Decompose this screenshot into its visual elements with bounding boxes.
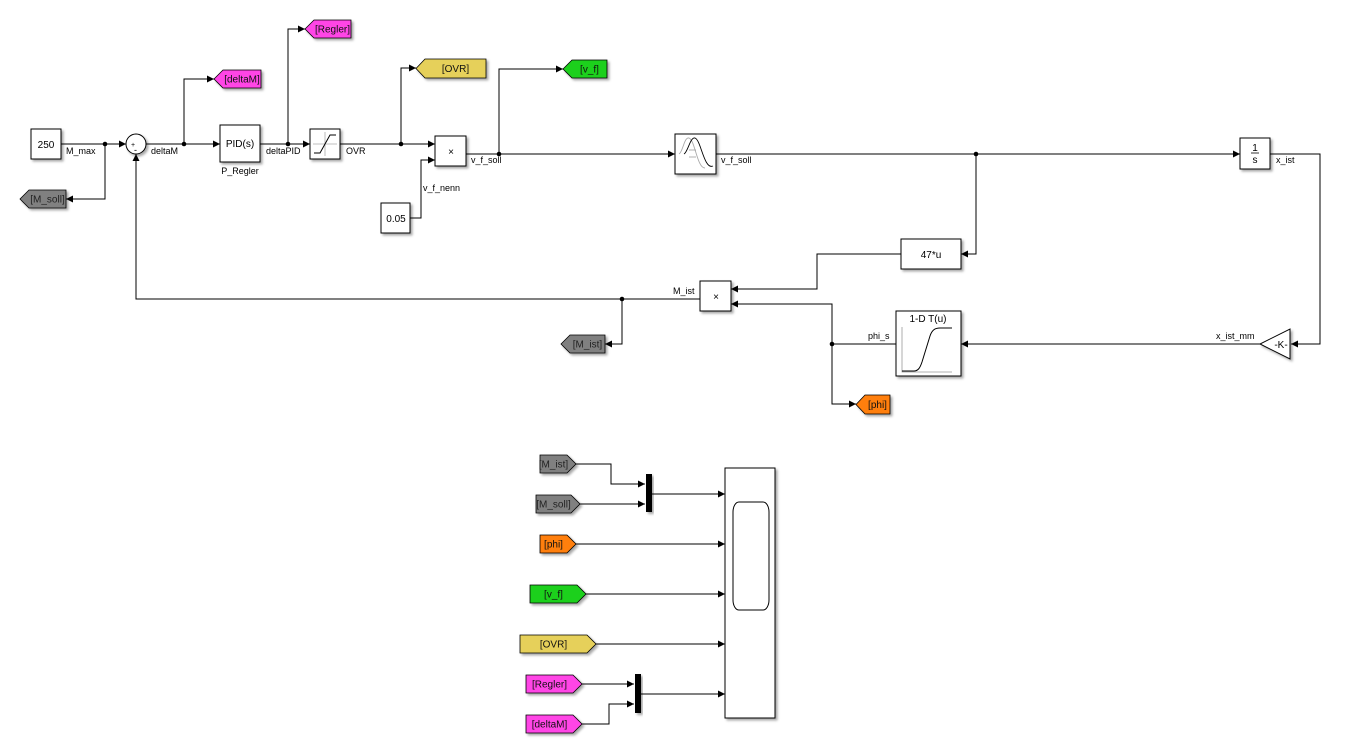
integrator-numerator: 1 xyxy=(1252,143,1258,154)
from-tag-phi[interactable]: [phi] xyxy=(539,534,577,554)
wire-v-f-nenn[interactable] xyxy=(410,156,435,219)
scope-icon xyxy=(732,501,770,611)
from-tag-m-soll[interactable]: [M_soll] xyxy=(535,494,581,514)
goto-tag-label: [OVR] xyxy=(442,64,469,75)
from-tag-label: [deltaM] xyxy=(532,720,568,731)
goto-tag-deltam[interactable]: [deltaM] xyxy=(213,69,262,89)
integrator-block[interactable]: 1 s xyxy=(1239,137,1271,170)
signal-label-x-ist: x_ist xyxy=(1276,155,1295,165)
goto-tag-label: [M_soll] xyxy=(30,195,65,206)
lookup-curve-icon xyxy=(901,327,952,373)
junction-dot xyxy=(829,341,835,347)
from-tag-deltam[interactable]: [deltaM] xyxy=(525,714,583,734)
from-tag-m-ist[interactable]: [M_ist] xyxy=(539,454,577,474)
wire-m-ist[interactable] xyxy=(132,154,700,300)
wire-fcn-out[interactable] xyxy=(731,253,901,293)
constant-005-block[interactable]: 0.05 xyxy=(380,202,411,234)
signal-label-v-f-soll: v_f_soll xyxy=(471,155,502,165)
gain-label: -K- xyxy=(1274,340,1287,351)
wire-v-f-goto[interactable] xyxy=(498,65,563,154)
from-tag-label: [v_f] xyxy=(544,590,563,601)
junction-dot xyxy=(496,151,502,157)
mux-block-2[interactable] xyxy=(635,674,641,713)
wire-phi-s[interactable] xyxy=(731,300,896,345)
gain-block[interactable]: -K- xyxy=(1258,328,1291,360)
sum-plus-sign: + xyxy=(131,142,135,149)
from-tag-label: [M_ist] xyxy=(539,460,569,471)
rate-limiter-block[interactable] xyxy=(674,133,717,175)
integrator-denominator: s xyxy=(1253,155,1258,166)
from-tag-label: [phi] xyxy=(544,540,563,551)
from-tag-regler[interactable]: [Regler] xyxy=(525,674,583,694)
fcn-47u-block[interactable]: 47*u xyxy=(900,238,962,270)
sum-block[interactable]: + - xyxy=(125,133,147,155)
signal-label-v-f-nenn: v_f_nenn xyxy=(423,183,460,193)
goto-tag-label: [M_ist] xyxy=(573,340,603,351)
signal-label-m-max: M_max xyxy=(66,146,96,156)
wire-m-ist-goto[interactable] xyxy=(605,299,623,348)
pid-block-name: P_Regler xyxy=(221,166,259,176)
wire-from-m-ist[interactable] xyxy=(576,463,645,488)
product-block-1[interactable]: × xyxy=(434,135,467,167)
wire-ovr-goto[interactable] xyxy=(400,64,416,144)
goto-tag-m-ist[interactable]: [M_ist] xyxy=(560,334,606,354)
lookup-table-block[interactable]: 1-D T(u) xyxy=(895,310,962,377)
goto-tag-label: [v_f] xyxy=(580,65,599,76)
wire-from-delta-m[interactable] xyxy=(582,700,634,725)
signal-label-m-ist: M_ist xyxy=(673,286,695,296)
saturation-block[interactable] xyxy=(309,128,341,160)
signal-label-v-f-soll-2: v_f_soll xyxy=(721,155,752,165)
junction-dot xyxy=(102,141,108,147)
wire-delta-m-goto[interactable] xyxy=(183,75,214,144)
wire-phi-goto[interactable] xyxy=(831,344,856,408)
wire-x-ist[interactable] xyxy=(1270,153,1321,348)
wire-regler-goto[interactable] xyxy=(287,25,305,144)
junction-dot xyxy=(973,151,979,157)
signal-label-delta-pid: deltaPID xyxy=(266,146,301,156)
constant-005-value: 0.05 xyxy=(386,214,406,225)
goto-tag-ovr[interactable]: [OVR] xyxy=(415,58,487,79)
fcn-label: 47*u xyxy=(921,250,942,261)
signal-label-phi-s: phi_s xyxy=(868,331,890,341)
goto-tag-v-f[interactable]: [v_f] xyxy=(562,59,608,79)
constant-250-block[interactable]: 250 xyxy=(30,128,62,160)
junction-dot xyxy=(181,141,187,147)
junction-dot xyxy=(285,141,291,147)
mux-block-1[interactable] xyxy=(646,474,652,512)
junction-dot xyxy=(398,141,404,147)
sum-minus-sign: - xyxy=(134,145,137,155)
from-tag-label: [M_soll] xyxy=(536,500,571,511)
saturation-icon xyxy=(313,132,337,156)
junction-dot xyxy=(619,296,625,302)
from-tag-label: [OVR] xyxy=(540,640,567,651)
constant-250-value: 250 xyxy=(38,140,55,151)
goto-tag-label: [phi] xyxy=(868,400,887,411)
from-tag-v-f[interactable]: [v_f] xyxy=(529,584,587,604)
goto-tag-m-soll[interactable]: [M_soll] xyxy=(19,189,67,209)
multiply-icon: × xyxy=(713,292,719,303)
product-block-2[interactable]: × xyxy=(699,280,732,312)
pid-controller-block[interactable]: PID(s) P_Regler xyxy=(219,124,261,176)
from-tag-label: [Regler] xyxy=(532,680,567,691)
wire-to-fcn[interactable] xyxy=(961,154,977,258)
signal-label-x-ist-mm: x_ist_mm xyxy=(1216,331,1255,341)
pid-label: PID(s) xyxy=(226,139,254,150)
goto-tag-phi[interactable]: [phi] xyxy=(855,394,891,415)
scope-block[interactable] xyxy=(724,467,776,719)
signal-labels: M_max deltaM deltaPID OVR v_f_soll v_f_n… xyxy=(66,146,1295,341)
from-tag-ovr[interactable]: [OVR] xyxy=(519,634,597,654)
signal-label-delta-m: deltaM xyxy=(151,146,178,156)
wire-m-soll[interactable] xyxy=(66,144,106,203)
signal-label-ovr: OVR xyxy=(346,146,366,156)
wires xyxy=(61,25,1321,725)
rate-transition-icon xyxy=(678,137,714,169)
goto-tag-label: [deltaM] xyxy=(224,75,260,86)
lookup-label: 1-D T(u) xyxy=(909,314,946,325)
tags-layer: [Regler] [deltaM] [OVR] [v_f] [M_soll] [M_ist… xyxy=(19,19,891,734)
multiply-icon: × xyxy=(448,147,454,158)
goto-tag-regler[interactable]: [Regler] xyxy=(304,19,352,39)
goto-tag-label: [Regler] xyxy=(315,25,350,36)
junctions xyxy=(102,141,979,347)
